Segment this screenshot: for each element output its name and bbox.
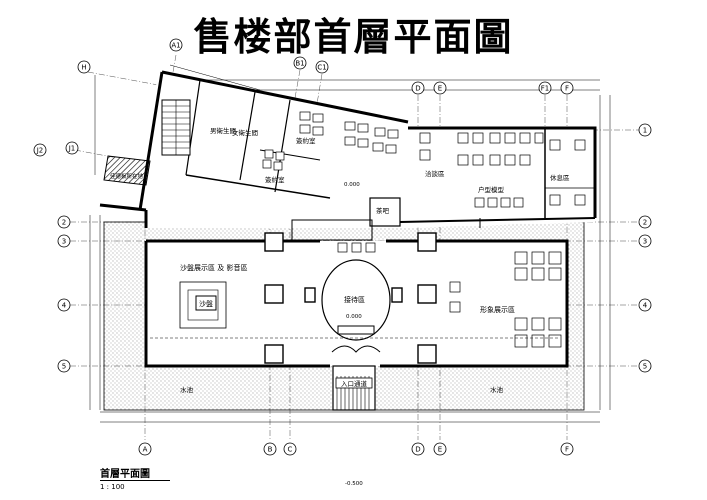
axis-bubble-top_skew-0 [169, 38, 183, 52]
room-male-wc: 男衛生間 [210, 126, 236, 135]
room-reserved: 佳德板所在地 [110, 172, 144, 180]
axis-label-bottom-5: F [565, 446, 569, 454]
axis-bubble-left_skew-2 [33, 143, 47, 157]
room-tea-bar: 茶吧 [376, 206, 390, 215]
axis-bubble-right-4 [638, 359, 652, 373]
axis-bubble-bottom-0 [138, 442, 152, 456]
axis-bubble-left-0 [57, 215, 71, 229]
axis-label-right-2: 3 [643, 238, 647, 246]
room-sand-table: 沙盤 [199, 299, 213, 308]
axis-bubble-bottom-2 [283, 442, 297, 456]
room-water-left: 水池 [180, 385, 194, 394]
axis-bubble-bottom-3 [411, 442, 425, 456]
axis-bubble-left_skew-0 [77, 60, 91, 74]
stair [161, 99, 191, 156]
axis-label-left_skew-1: J1 [68, 145, 76, 153]
caption-title: 首層平面圖 [100, 465, 170, 481]
axis-label-bottom-4: E [438, 446, 442, 454]
room-image-area: 形象展示區 [480, 305, 515, 314]
axis-label-top_skew-0: A1 [171, 42, 180, 50]
axis-bubble-bottom-4 [433, 442, 447, 456]
axis-label-bottom-0: A [143, 446, 148, 454]
axis-bubble-right-2 [638, 234, 652, 248]
axis-bubble-right-3 [638, 298, 652, 312]
page-title: 售楼部首層平面圖 [193, 14, 514, 59]
level-markers: 0.000 0.000 -0.500 [344, 182, 363, 487]
axis-label-right-3: 4 [643, 302, 648, 310]
axis-bubble-bottom-1 [263, 442, 277, 456]
level-upper: 0.000 [344, 182, 360, 188]
axis-label-top_skew-2: C1 [317, 64, 326, 72]
axis-label-bottom-3: D [415, 446, 420, 454]
axis-label-bottom-2: C [288, 446, 293, 454]
axis-bubble-left_skew-1 [65, 141, 79, 155]
axis-label-left-3: 5 [62, 363, 66, 371]
axis-label-bottom-1: B [268, 446, 273, 454]
axis-label-top_skew-1: B1 [295, 60, 304, 68]
room-negotiation: 洽談區 [425, 169, 445, 178]
axis-bubble-top_skew-2 [315, 60, 329, 74]
axis-label-right-1: 2 [643, 219, 647, 227]
axis-label-left-2: 4 [62, 302, 67, 310]
entrance-label-box [335, 377, 373, 389]
axis-label-left_skew-0: H [81, 64, 86, 72]
axis-bubble-top_straight-0 [411, 81, 425, 95]
level-bottom: -0.500 [345, 481, 363, 487]
room-sign-2: 簽約室 [265, 175, 285, 184]
hall-walls [144, 239, 569, 368]
axis-label-top_straight-2: F1 [541, 85, 549, 93]
room-female-wc: 女衛生間 [232, 128, 258, 137]
axis-label-right-0: 1 [643, 127, 647, 135]
room-sign-1: 簽約室 [296, 136, 316, 145]
caption-scale: 1 : 100 [100, 483, 125, 491]
axis-bubble-right-0 [638, 123, 652, 137]
axis-bubble-top_straight-2 [538, 81, 552, 95]
drawing-caption: 首層平面圖 1 : 100 [100, 462, 170, 491]
axis-bubble-top_skew-1 [293, 56, 307, 70]
axis-label-top_straight-3: F [565, 85, 569, 93]
axis-label-right-4: 5 [643, 363, 647, 371]
room-labels: 男衛生間 女衛生間 簽約室 簽約室 洽談區 户型模型 茶吧 休息區 佳德板所在地… [110, 126, 570, 394]
axis-label-left-1: 3 [62, 238, 66, 246]
columns [264, 232, 437, 364]
axis-bubble-right-1 [638, 215, 652, 229]
room-lounge: 休息區 [550, 173, 570, 182]
room-sand-area: 沙盤展示區 及 影音區 [180, 263, 247, 272]
room-reception: 接待區 [344, 295, 365, 304]
room-water-right: 水池 [490, 385, 504, 394]
level-center: 0.000 [346, 314, 362, 320]
axis-label-top_straight-1: E [438, 85, 442, 93]
axis-bubble-top_straight-3 [560, 81, 574, 95]
axis-bubble-left-3 [57, 359, 71, 373]
room-unit-model: 户型模型 [478, 185, 505, 194]
axis-label-left-0: 2 [62, 219, 66, 227]
reserved-hatch [103, 155, 151, 186]
axis-bubble-left-1 [57, 234, 71, 248]
axis-label-top_straight-0: D [415, 85, 420, 93]
axis-label-left_skew-2: J2 [36, 147, 44, 155]
axis-bubble-left-2 [57, 298, 71, 312]
axis-bubble-top_straight-1 [433, 81, 447, 95]
axis-bubble-bottom-5 [560, 442, 574, 456]
room-entrance: 入口通道 [341, 379, 368, 388]
